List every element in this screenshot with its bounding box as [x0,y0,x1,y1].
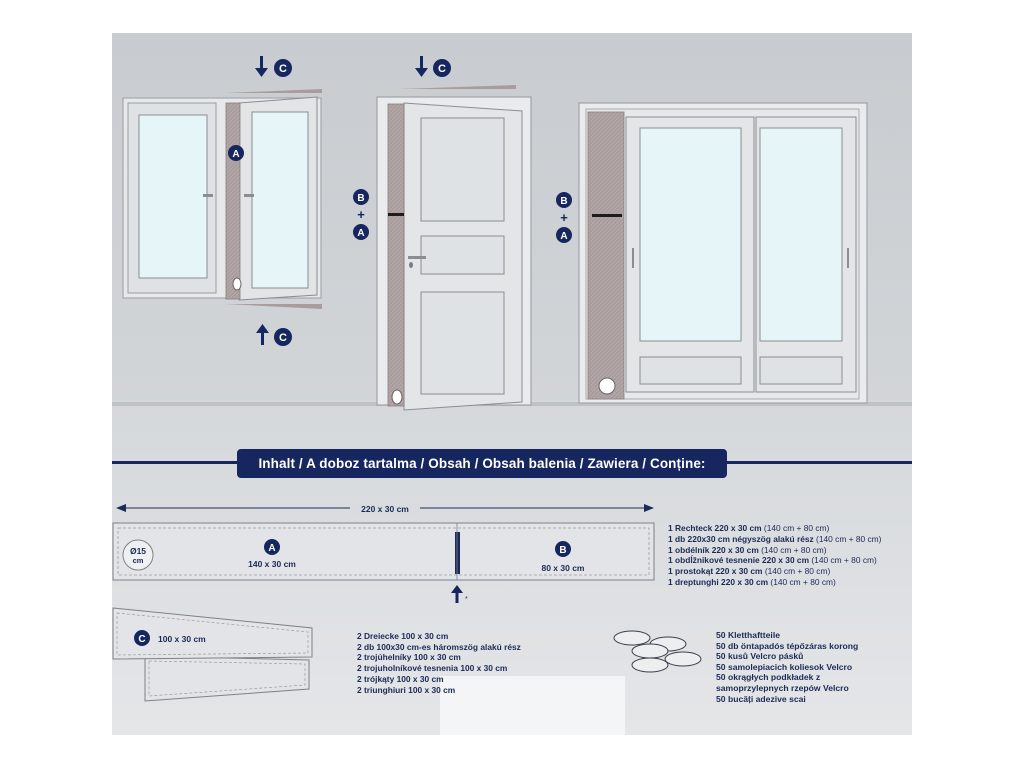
hose-hole [391,389,403,405]
velcro-join-mark [592,214,622,217]
label-b-text: B [559,545,566,556]
hose-hole [598,377,616,395]
list-item: 1 Rechteck 220 x 30 cm (140 cm + 80 cm) [668,523,830,533]
blank-patch [440,676,625,735]
window-illustration [122,89,322,309]
velcro-join-mark [388,213,404,216]
list-item: 50 okrągłych podkładek z [716,672,821,683]
label-badge-b-strip [555,541,571,557]
label-a-text: A [560,231,567,242]
hole-diameter-label: Ø15 [130,546,146,556]
label-c-text: C [279,63,287,75]
door-illustration [376,85,532,411]
list-item: 2 trójkąty 100 x 30 cm [357,673,444,684]
label-badge-a-strip [264,539,280,555]
label-badge-a-door [353,224,369,240]
label-badge-c-bottom-window [274,328,292,346]
label-badge-a-window [228,145,244,161]
list-item: 2 trojúhelníky 100 x 30 cm [357,652,461,663]
list-item: 50 samolepiacich koliesok Velcro [716,661,853,672]
label-a-text: A [357,228,364,239]
label-b-text: B [357,193,364,204]
label-badge-c-wedge [134,630,150,646]
arrow-down-icon [415,56,428,77]
list-item: 50 db öntapadós tépőzáras korong [716,640,859,651]
strip-join-velcro [455,532,460,574]
list-item: 1 db 220x30 cm négyszög alakú rész (140 … [668,533,882,544]
label-c-text: C [279,332,287,344]
plus-sign: + [560,210,568,225]
label-c-text: C [138,634,145,645]
velcro-contents-list: 50 Kletthaftteile 50 db öntapadós tépőzá… [716,630,858,704]
list-item: samoprzylepnych rzepów Velcro [716,682,849,693]
arrow-up-icon [256,324,269,345]
sliding-door-seal-strip [587,111,625,400]
triangle-contents-list: 2 Dreiecke 100 x 30 cm 2 db 100x30 cm-es… [357,631,521,695]
footnote-star: * [465,596,468,603]
label-badge-c-top-window [274,59,292,77]
sliding-door-illustration [578,102,868,404]
list-item: 2 trojuholníkové tesnenia 100 x 30 cm [357,663,508,674]
list-item: 1 obdĺžnikové tesnenie 220 x 30 cm (140 … [668,555,877,566]
list-item: 2 Dreiecke 100 x 30 cm [357,631,449,641]
rectangle-contents-list: 1 Rechteck 220 x 30 cm (140 cm + 80 cm) … [668,523,881,588]
total-dimension-label: 220 x 30 cm [361,504,409,514]
part-a-size-label: 140 x 30 cm [248,559,296,569]
label-badge-c-door [433,59,451,77]
contents-banner: Inhalt / A doboz tartalma / Obsah / Obsa… [237,449,727,478]
list-item: 2 triunghiuri 100 x 30 cm [357,684,456,695]
velcro-discs-illustration [613,630,702,673]
label-a-text: A [268,543,275,554]
hole-unit-label: cm [133,556,144,565]
label-a-text: A [232,149,239,160]
list-item: 2 db 100x30 cm-es háromszög alakú rész [357,641,521,652]
arrow-up-icon [451,585,463,603]
list-item: 50 Kletthaftteile [716,630,780,640]
wedge-size-label: 100 x 30 cm [158,634,206,644]
contents-banner-title: Inhalt / A doboz tartalma / Obsah / Obsa… [258,456,706,471]
label-badge-a-sliding [556,227,572,243]
hole-marker [122,539,154,571]
label-badge-b-sliding [556,192,572,208]
label-c-text: C [438,63,446,75]
label-b-text: B [560,196,567,207]
plus-sign: + [357,207,365,222]
wedge-part [144,655,310,702]
window-seal-strip [225,102,241,300]
wedge-part [112,607,313,660]
list-item: 50 kusů Velcro pásků [716,651,804,662]
part-b-size-label: 80 x 30 cm [541,563,584,573]
arrow-down-icon [255,56,268,77]
list-item: 1 prostokąt 220 x 30 cm (140 cm + 80 cm) [668,566,831,577]
hose-hole [232,277,242,291]
list-item: 1 dreptunghi 220 x 30 cm (140 cm + 80 cm… [668,576,836,587]
list-item: 1 obdélník 220 x 30 cm (140 cm + 80 cm) [668,544,827,555]
door-seal-strip [387,103,405,407]
label-badge-b-door [353,189,369,205]
list-item: 50 bucăți adezive scai [716,693,806,704]
